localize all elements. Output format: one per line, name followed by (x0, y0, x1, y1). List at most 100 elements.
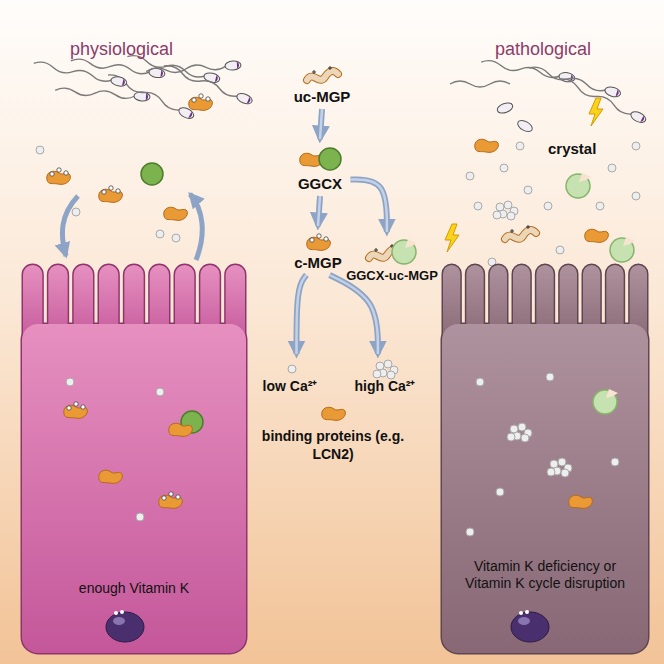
cell-body (442, 324, 648, 653)
cell-content (159, 492, 183, 509)
illustration-part (544, 202, 552, 210)
node-text: GGCX-uc-MGP (341, 268, 443, 284)
cell-content (611, 458, 619, 466)
note-label: crystal (548, 140, 596, 159)
illustration-part (558, 75, 647, 125)
nucleus (511, 610, 549, 642)
cell-content (476, 378, 484, 386)
cell-content (546, 373, 554, 381)
illustration-part (608, 164, 616, 172)
illustration-part (172, 234, 180, 242)
illustration-part (113, 617, 125, 625)
damage-bolt (445, 224, 459, 252)
illustration-part (55, 86, 150, 102)
secretion-arrow (190, 194, 202, 260)
cell: Vitamin K deficiency or Vitamin K cycle … (440, 262, 650, 655)
cell-shape (20, 262, 248, 655)
cell: enough Vitamin K (20, 262, 248, 655)
node-text: enough Vitamin K (34, 580, 234, 597)
cell-content (136, 513, 144, 521)
node-text: GGCX (293, 175, 348, 193)
flow-arrow (330, 275, 378, 354)
arrow-shaft (330, 275, 378, 354)
sperm-group (450, 58, 647, 134)
arrow-shaft (297, 275, 307, 354)
node-text: c-MGP (289, 254, 347, 272)
flow-arrow (318, 196, 320, 226)
illustration-part (511, 612, 549, 642)
damage-bolt (589, 98, 603, 126)
illustration-part (72, 208, 80, 216)
flow-arrow (320, 109, 322, 139)
illustration-part (518, 617, 530, 625)
cell-body (22, 324, 246, 653)
arrow-highlight (351, 180, 387, 232)
cell-body (442, 324, 648, 653)
illustration-part (528, 64, 622, 99)
illustration-part (99, 186, 123, 203)
arrow-highlight (297, 275, 307, 354)
sperm-group (33, 52, 254, 120)
illustration-part (33, 59, 128, 88)
illustration-part (493, 201, 518, 220)
binding-protein-icon (322, 407, 346, 420)
illustration-part (556, 246, 564, 254)
illustration-part (632, 192, 640, 200)
illustration-part (496, 101, 514, 115)
illustration-part (120, 610, 124, 614)
illustration-part (500, 164, 508, 172)
arrow-highlight (330, 275, 378, 354)
protein (585, 229, 609, 242)
c-mgp-icon (307, 234, 331, 251)
uc-mgp-icon (307, 66, 338, 80)
cell-content (466, 528, 474, 536)
cell-content (64, 402, 88, 419)
complex-label: GGCX-uc-MGP (341, 238, 443, 284)
illustration-part (524, 186, 532, 194)
node-text: high Ca²⁺ (350, 378, 421, 395)
cell-content (569, 495, 593, 508)
calcium-cluster (373, 360, 398, 379)
cell-content (99, 470, 123, 483)
illustration-part (516, 118, 534, 134)
damaged-ggcx (610, 237, 635, 262)
cell-content (496, 488, 504, 496)
cell-content (156, 388, 164, 396)
cell-content (169, 423, 193, 436)
illustration-part (519, 611, 523, 615)
secretion-arrow (62, 196, 78, 256)
enzyme-label: GGCX (293, 145, 348, 193)
arrow-highlight (318, 196, 320, 226)
cell-fill (442, 265, 648, 653)
illustration-part (516, 142, 524, 150)
ggcx-icon (392, 239, 417, 264)
crystal-icon (566, 173, 591, 198)
ion-label: high Ca²⁺ (350, 360, 421, 395)
node-text: Vitamin K deficiency or Vitamin K cycle … (450, 558, 640, 592)
cell-outline (22, 265, 246, 653)
arrow-shaft (318, 196, 320, 226)
cell-content (547, 458, 572, 477)
cell-fill (22, 265, 246, 653)
uc-mgp-protein (505, 225, 536, 239)
node-text: low Ca²⁺ (258, 378, 323, 395)
illustration-part (141, 163, 163, 185)
illustration-part (146, 60, 241, 76)
ggcx-icon (319, 148, 341, 170)
protein (475, 139, 499, 152)
cell-content (507, 423, 532, 442)
illustration-part (474, 202, 482, 210)
arrow-highlight (320, 109, 322, 139)
note-label: binding proteins (e.g. LCN2) (258, 428, 408, 463)
protein-label: c-MGP (289, 232, 347, 272)
illustration-part (106, 612, 144, 642)
illustration-part (70, 56, 165, 78)
flow-arrow (297, 275, 307, 354)
protein-label: uc-MGP (289, 66, 356, 106)
illustration-part (466, 172, 474, 180)
cell-content (593, 389, 618, 414)
cell-body (22, 324, 246, 653)
